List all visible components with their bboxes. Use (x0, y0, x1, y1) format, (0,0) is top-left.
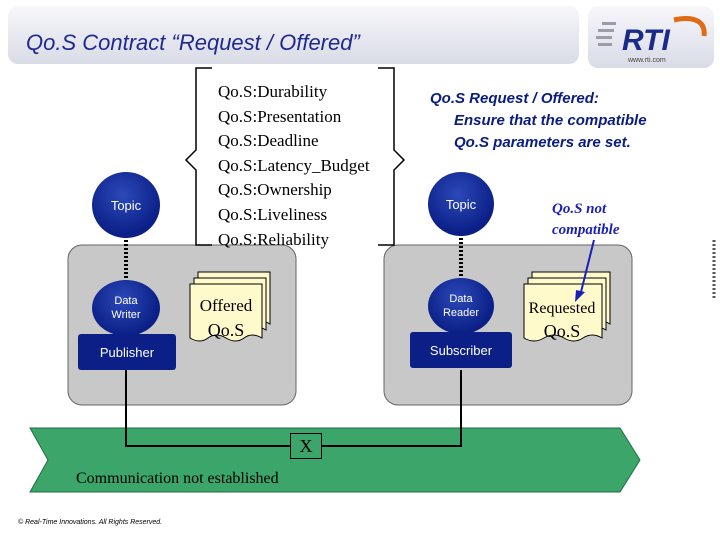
not-compatible-line: Qo.S not (552, 201, 607, 217)
note-line: Qo.S parameters are set. (454, 134, 631, 151)
note-line: Qo.S Request / Offered: (430, 90, 599, 107)
title-bar (8, 6, 579, 64)
offered-qos-text: Qo.S (207, 320, 245, 340)
qos-policy-list: Qo.S:Durability Qo.S:Presentation Qo.S:D… (218, 80, 370, 252)
rti-logo: RTI www.rti.com (588, 6, 714, 68)
data-writer-label: Data (114, 295, 138, 307)
communication-status: Communication not established (76, 470, 279, 487)
qos-policy-item: Qo.S:Reliability (218, 229, 329, 249)
left-topic-node: Topic (92, 172, 160, 238)
copyright-notice: © Real-Time Innovations. All Rights Rese… (18, 519, 163, 526)
offered-label: Offered (199, 296, 253, 315)
qos-policy-item: Qo.S:Latency_Budget (218, 155, 370, 175)
requested-qos-label: Requested Qo.S (522, 300, 602, 342)
qos-policy-item: Qo.S:Durability (218, 82, 328, 101)
request-offered-note: Qo.S Request / Offered: Ensure that the … (430, 88, 700, 154)
logo-text: RTI (622, 24, 670, 57)
requested-qos-docs (523, 271, 611, 342)
left-topic-label: Topic (110, 197, 142, 213)
data-writer-node: Data Writer (92, 280, 160, 336)
x-mark-label: X (299, 435, 313, 456)
not-compatible-line: compatible (552, 222, 620, 238)
data-reader-label: Reader (442, 307, 480, 319)
offered-qos-docs (189, 271, 271, 342)
data-reader-node: Data Reader (428, 278, 494, 334)
requested-label: Requested (528, 300, 596, 317)
logo-url: www.rti.com (627, 57, 666, 64)
note-line: Ensure that the compatible (454, 112, 647, 129)
network-band (29, 427, 641, 493)
right-topic-label: Topic (445, 196, 477, 212)
qos-policy-item: Qo.S:Ownership (218, 180, 332, 200)
data-writer-label: Writer (111, 309, 141, 321)
publisher-box: Publisher (78, 334, 176, 370)
page-title: Qo.S Contract “Request / Offered” (26, 30, 360, 55)
not-compatible-note: Qo.S not compatible (552, 199, 620, 241)
qos-policy-item: Qo.S:Presentation (218, 106, 342, 126)
rti-logo-icon: RTI www.rti.com (596, 16, 707, 64)
publisher-label: Publisher (99, 344, 155, 360)
subscriber-box: Subscriber (410, 332, 512, 368)
data-reader-label: Data (449, 293, 473, 305)
requested-qos-text: Qo.S (543, 321, 581, 341)
connection-broken-mark: X (290, 433, 322, 459)
qos-policy-item: Qo.S:Deadline (218, 131, 319, 151)
right-topic-node: Topic (428, 172, 494, 236)
subscriber-label: Subscriber (429, 342, 493, 358)
qos-policy-item: Qo.S:Liveliness (218, 204, 328, 224)
offered-qos-label: Offered Qo.S (190, 296, 262, 341)
